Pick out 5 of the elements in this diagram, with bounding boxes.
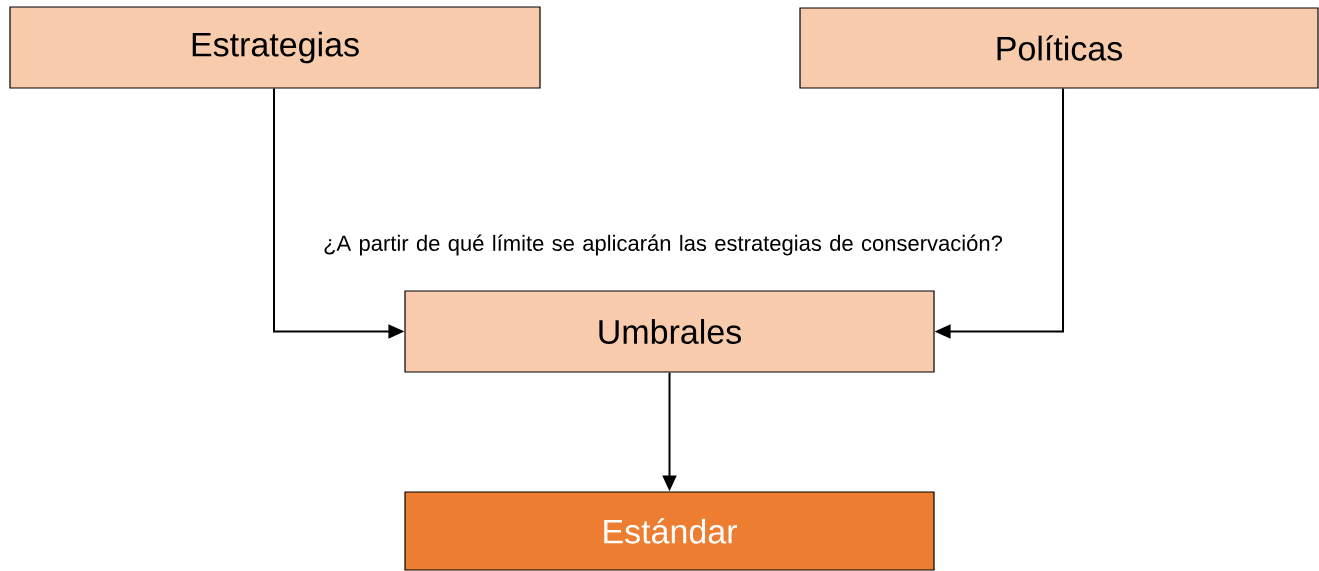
process-box: Políticas — [799, 7, 1319, 89]
process-box: Umbrales — [404, 290, 935, 373]
process-box: Estrategias — [9, 6, 541, 89]
question-text: ¿A partir de qué límite se aplicarán las estrategias de conservación? — [324, 234, 1002, 256]
process-box: Estándar — [404, 491, 935, 571]
